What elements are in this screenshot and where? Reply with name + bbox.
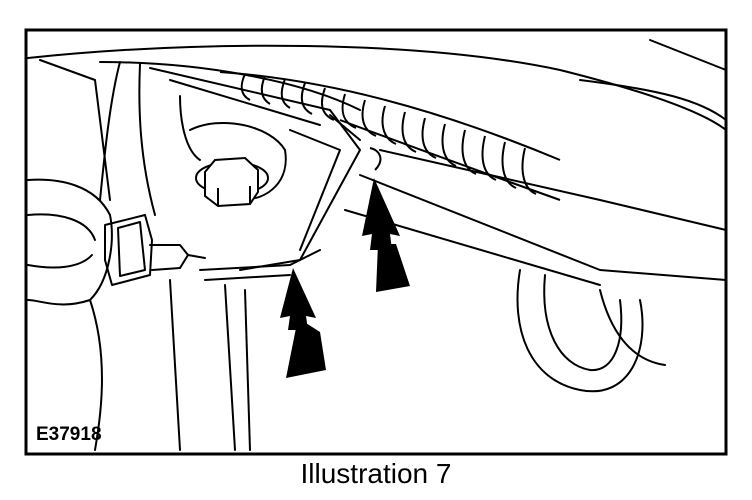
arrow-marker-left <box>280 268 326 378</box>
underbody-structure <box>27 39 727 451</box>
arrow-marker-right <box>362 178 410 292</box>
ribbed-hose <box>219 71 561 201</box>
figure-code: E37918 <box>36 424 102 445</box>
hex-bolt <box>195 156 269 208</box>
illustration-caption: Illustration 7 <box>300 458 452 489</box>
